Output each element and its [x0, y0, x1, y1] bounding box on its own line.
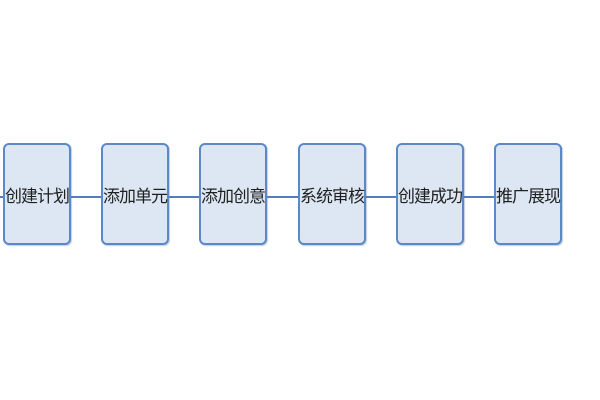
step-add-unit: 添加单元: [101, 143, 169, 245]
connector-2-3: [169, 196, 199, 198]
step-add-creative: 添加创意: [199, 143, 267, 245]
step-label: 添加创意: [201, 186, 266, 207]
connector-incoming: [0, 196, 3, 198]
connector-3-4: [267, 196, 298, 198]
connector-5-6: [464, 196, 494, 198]
step-created-success: 创建成功: [396, 143, 464, 245]
step-label: 创建成功: [398, 186, 463, 207]
step-label: 推广展现: [496, 186, 561, 207]
connector-1-2: [71, 196, 101, 198]
step-label: 创建计划: [5, 186, 70, 207]
step-label: 系统审核: [300, 186, 365, 207]
connector-4-5: [366, 196, 396, 198]
step-create-plan: 创建计划: [3, 143, 71, 245]
step-system-review: 系统审核: [298, 143, 366, 245]
step-label: 添加单元: [103, 186, 168, 207]
step-promotion-display: 推广展现: [494, 143, 562, 245]
